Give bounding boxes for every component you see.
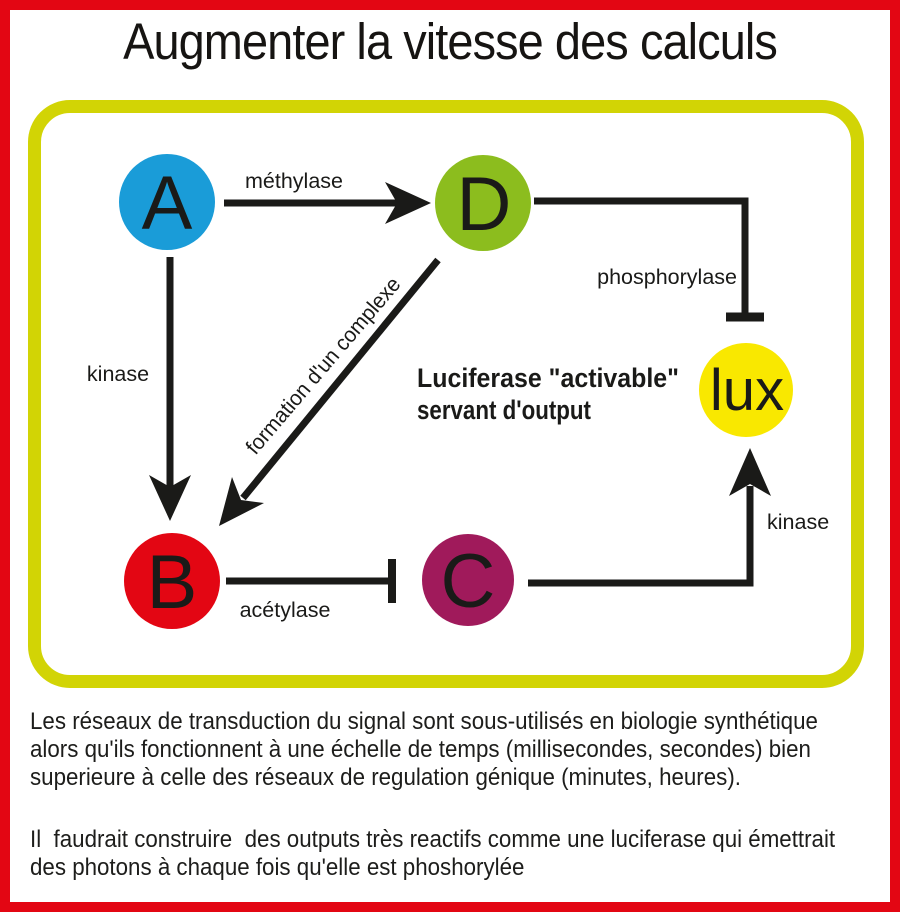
node-c-label: C [441, 539, 496, 624]
edge-c-lux-arrow [528, 448, 771, 587]
node-lux-label: lux [710, 358, 784, 423]
arrowhead-icon [385, 182, 431, 224]
edge-c-lux-label: kinase [767, 510, 829, 534]
edge-d-b-label: formation d'un complexe [241, 272, 405, 459]
edge-a-b-label: kinase [87, 362, 149, 386]
node-d-circle [435, 155, 531, 251]
node-b-circle [124, 533, 220, 629]
paragraph-1-line-3: superieure à celle des réseaux de regula… [30, 764, 741, 791]
paragraph-2-line-2: des photons à chaque fois qu'elle est ph… [30, 854, 525, 881]
caption-text: Les réseaux de transduction du signal so… [30, 708, 835, 882]
node-a-label: A [142, 161, 193, 246]
edge-b-c-inhibition [226, 559, 396, 603]
paragraph-1-line-2: alors qu'ils fonctionnent à une échelle … [30, 736, 811, 763]
node-lux-circle [699, 343, 793, 437]
annotation-line-1: Luciferase "activable" [417, 363, 679, 393]
edge-d-b-arrow [219, 257, 441, 526]
edge-a-d-label: méthylase [245, 169, 343, 193]
page-title: Augmenter la vitesse des calculs [123, 13, 778, 70]
node-c-circle [422, 534, 514, 626]
arrowhead-icon [149, 475, 191, 521]
node-b-label: B [147, 540, 198, 625]
edge-d-lux-inhibition [534, 197, 764, 322]
node-a-circle [119, 154, 215, 250]
edge-d-lux-label: phosphorylase [597, 265, 737, 289]
edge-b-c-label: acétylase [240, 598, 331, 622]
arrowhead-icon [219, 477, 264, 526]
paragraph-2-line-1: Il faudrait construire des outputs très … [30, 826, 836, 853]
edge-a-b-arrow [149, 257, 191, 521]
arrowhead-icon [729, 448, 771, 496]
annotation-line-2: servant d'output [417, 395, 591, 425]
paragraph-1-line-1: Les réseaux de transduction du signal so… [30, 708, 818, 735]
node-d-label: D [457, 162, 512, 247]
paragraph-gap [30, 792, 835, 826]
edge-a-d-arrow [224, 182, 431, 224]
